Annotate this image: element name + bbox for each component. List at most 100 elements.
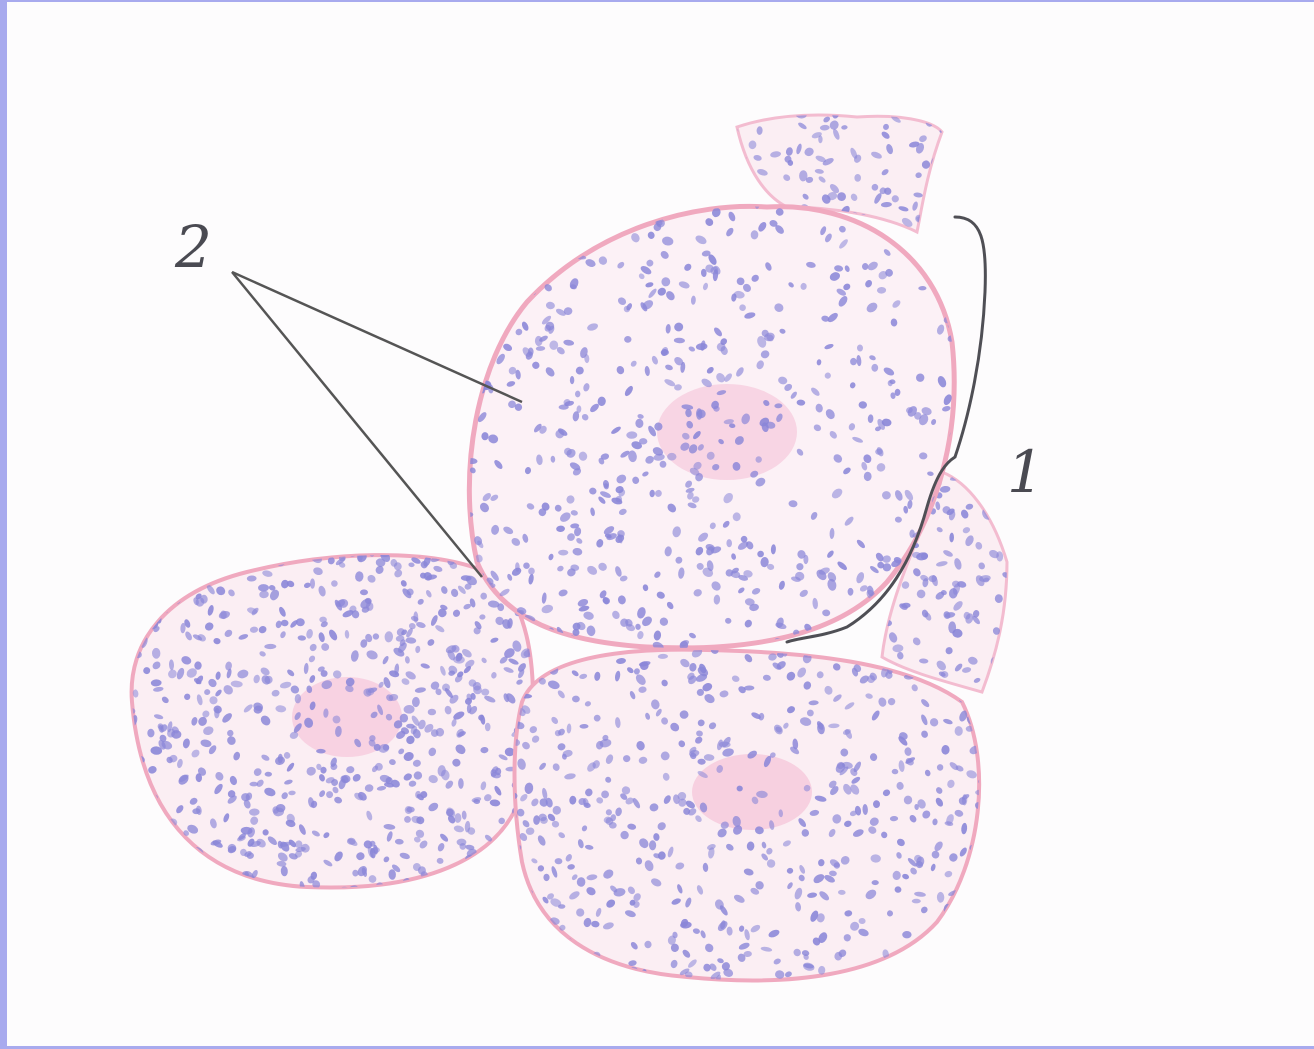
nucleus-dot	[493, 270, 503, 281]
nucleus-dot	[262, 554, 270, 562]
nucleus-dot	[891, 962, 900, 970]
nucleus-dot	[1006, 633, 1015, 646]
nucleus-dot	[548, 961, 559, 972]
nucleus-dot	[161, 837, 168, 846]
nucleus-dot	[173, 854, 181, 861]
nucleus-dot	[227, 874, 240, 887]
nucleus-dot	[463, 870, 472, 875]
nucleus-dot	[506, 210, 520, 223]
nucleus-dot	[945, 225, 954, 234]
nucleus-dot	[1005, 649, 1016, 659]
nucleus-dot	[923, 211, 934, 224]
nucleus-dot	[621, 204, 629, 212]
nucleus-dot	[476, 278, 489, 290]
nucleus-dot	[570, 376, 574, 384]
nucleus-dot	[197, 571, 205, 582]
nucleus-dot	[552, 934, 566, 946]
nucleus-dot	[629, 198, 637, 206]
nucleus-dot	[458, 412, 464, 420]
nucleus-dot	[220, 874, 230, 884]
nucleus-dot	[181, 859, 191, 869]
nucleus-dot	[551, 945, 562, 955]
nucleus-dot	[624, 336, 631, 343]
nucleus-dot	[655, 206, 662, 214]
nucleus-dot	[536, 201, 549, 212]
nucleus-dot	[561, 969, 573, 975]
nucleus-dot	[844, 934, 851, 941]
nucleus-dot	[592, 199, 602, 209]
nucleus-dot	[250, 782, 259, 787]
nucleus-dot	[493, 263, 504, 275]
nucleus-dot	[426, 543, 438, 553]
nucleus-dot	[151, 596, 164, 609]
nucleus-dot	[649, 840, 656, 850]
nucleus-dot	[138, 812, 147, 822]
nucleus-dot	[171, 583, 184, 595]
nucleus-dot	[134, 787, 146, 800]
nucleus-dot	[481, 878, 493, 886]
nucleus-dot	[459, 425, 467, 431]
nucleus-dot	[455, 353, 467, 366]
nucleus-dot	[423, 883, 434, 890]
nucleus-dot	[155, 583, 165, 595]
nucleus-dot	[904, 953, 910, 965]
nucleus-dot	[545, 259, 555, 269]
nucleus-dot	[168, 553, 179, 566]
nucleus-dot	[374, 542, 385, 553]
nucleus-dot	[1005, 664, 1016, 675]
nucleus-dot	[137, 811, 149, 821]
nucleus-dot	[472, 348, 482, 357]
nucleus-dot	[176, 568, 187, 579]
nucleus-dot	[856, 642, 867, 652]
nucleus-dot	[932, 197, 941, 208]
nucleus-dot	[470, 880, 482, 891]
nucleus-dot	[200, 865, 209, 872]
nucleus-dot	[310, 578, 315, 588]
nucleus-dot	[125, 768, 131, 780]
nucleus-dot	[456, 359, 464, 366]
nucleus-dot	[881, 223, 888, 233]
nucleus-dot	[975, 722, 987, 732]
nucleus-dot	[557, 215, 569, 226]
nucleus-dot	[552, 948, 560, 957]
nucleus-dot	[925, 243, 930, 255]
histology-sketch: 1 2	[7, 2, 1314, 1049]
nucleus-dot	[179, 578, 187, 586]
nucleus-dot	[511, 960, 521, 972]
nucleus-dot	[438, 546, 452, 557]
nucleus-dot	[487, 326, 497, 338]
nucleus-dot	[482, 850, 492, 862]
nucleus-dot	[493, 854, 502, 862]
nucleus-dot	[503, 244, 514, 256]
nucleus-dot	[510, 276, 522, 288]
nucleus-dot	[458, 282, 466, 288]
nucleus-dot	[569, 198, 582, 211]
nucleus-dot	[131, 856, 144, 870]
nucleus-dot	[932, 208, 940, 217]
nucleus-dot	[495, 207, 507, 219]
nucleus-dot	[428, 709, 436, 716]
nucleus-dot	[628, 205, 640, 215]
label-1: 1	[1007, 438, 1044, 506]
nucleus-dot	[156, 845, 162, 856]
nucleus-dot	[136, 793, 144, 805]
nucleus-dot	[159, 869, 170, 875]
nucleus-dot	[207, 873, 217, 884]
nucleus-dot	[123, 766, 132, 775]
nucleus-dot	[547, 951, 554, 958]
nucleus-dot	[157, 564, 168, 576]
nucleus-dot	[924, 226, 932, 233]
nucleus-dot	[147, 846, 156, 854]
nucleus-dot	[455, 885, 466, 896]
nucleus-dot	[323, 542, 334, 553]
nucleus-dot	[153, 816, 165, 828]
nucleus-dot	[941, 268, 952, 281]
nucleus-dot	[520, 945, 530, 955]
nucleus-dot	[481, 689, 489, 696]
nucleus-dot	[601, 206, 611, 216]
nucleus-dot	[989, 489, 1000, 500]
nucleus-dot	[125, 794, 136, 805]
nucleus-dot	[558, 232, 569, 240]
nucleus-dot	[461, 341, 471, 352]
nucleus-dot	[483, 859, 491, 865]
